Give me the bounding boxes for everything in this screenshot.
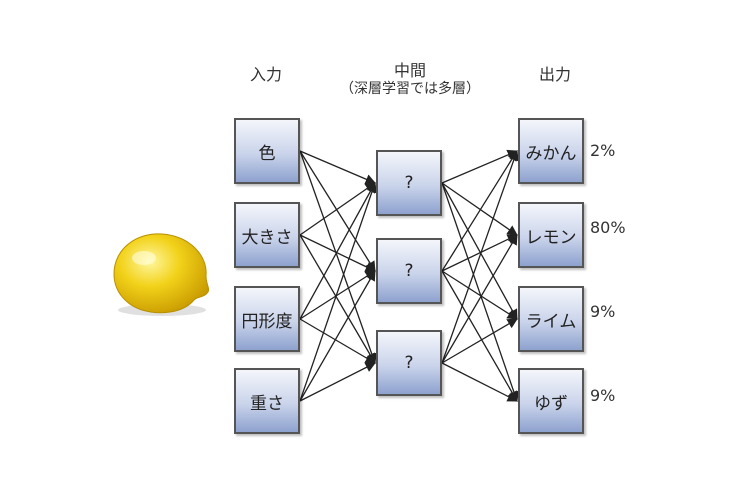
output-node-mikan: みかん [518,118,584,184]
hidden-to-output-edge [441,270,518,402]
hidden-to-output-edge [441,182,518,236]
output-header: 出力 [538,65,571,84]
input-to-hidden-edge [299,270,376,402]
input-header: 入力 [249,65,282,84]
hidden-to-output-edge [441,318,518,364]
hidden-to-output-edge [441,234,518,272]
input-to-hidden-edge [299,362,376,402]
hidden-node-label: ? [404,173,414,193]
output-node-label: レモン [525,227,577,248]
hidden-to-output-edge [441,182,519,402]
hidden-node-label: ? [404,261,414,281]
input-to-hidden-edge [299,150,377,364]
hidden-node: ? [376,238,442,304]
input-to-hidden-edge [299,182,376,320]
input-to-hidden-edge [299,234,376,272]
output-pct-mikan: 2% [590,141,616,160]
hidden-to-output-edge [441,234,518,364]
input-to-hidden-edge [299,150,376,272]
input-node-label: 重さ [250,393,284,414]
input-to-hidden-edge [299,150,376,185]
input-node-label: 円形度 [241,311,293,332]
output-node-label: ゆず [534,393,568,414]
input-to-hidden-edge [299,318,376,364]
hidden-to-output-edge [441,270,518,320]
input-to-hidden-edge [299,182,377,402]
output-node-label: ライム [525,311,577,332]
hidden-to-output-edge [441,149,518,184]
input-node-label: 大きさ [241,227,293,248]
lemon-icon [113,233,210,316]
output-node-yuzu: ゆず [518,368,584,434]
output-node-label: みかん [525,143,577,164]
input-to-hidden-edge [299,234,376,364]
input-node-weight: 重さ [234,368,300,434]
hidden-node-label: ? [404,353,414,373]
input-node-color: 色 [234,118,300,184]
hidden-to-output-edge [441,182,518,320]
hidden-to-output-edge [441,150,519,364]
hidden-node: ? [376,150,442,216]
hidden-node: ? [376,330,442,396]
input-node-label: 色 [258,143,276,164]
output-pct-lemon: 80% [590,218,626,237]
middle-header-title: 中間 [393,61,426,80]
output-pct-yuzu: 9% [590,386,616,405]
middle-header: 中間 （深層学習では多層） [330,62,490,98]
output-node-lime: ライム [518,286,584,352]
output-node-lemon: レモン [518,202,584,268]
input-to-hidden-edge [299,270,376,320]
middle-header-note: （深層学習では多層） [340,81,480,97]
hidden-to-output-edge [441,150,518,272]
output-pct-lime: 9% [590,302,616,321]
input-node-size: 大きさ [234,202,300,268]
input-to-hidden-edge [299,182,376,236]
input-node-roundness: 円形度 [234,286,300,352]
hidden-to-output-edge [441,362,518,402]
